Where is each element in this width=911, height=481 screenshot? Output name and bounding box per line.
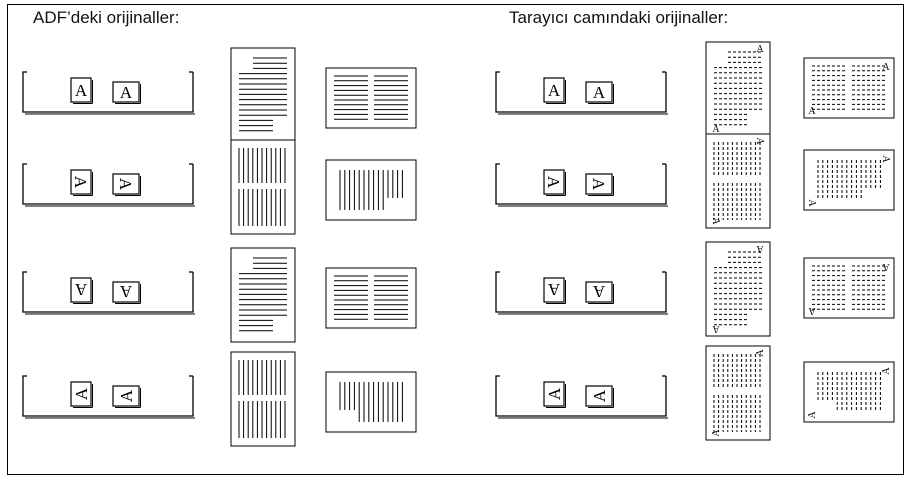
corner-glyph: A bbox=[754, 137, 765, 145]
adf-portrait-page-2 bbox=[230, 139, 296, 235]
letter-box-icon: A bbox=[112, 81, 141, 104]
corner-glyph: A bbox=[710, 217, 721, 225]
adf-portrait-page-3 bbox=[230, 247, 296, 343]
letter-glyph: A bbox=[72, 387, 91, 400]
adf-landscape-page-3 bbox=[325, 267, 417, 329]
letter-box-icon: A bbox=[543, 381, 566, 408]
glass-landscape-page-2: AA bbox=[803, 149, 895, 211]
corner-glyph: A bbox=[882, 62, 890, 73]
glass-portrait-page-2: AA bbox=[705, 133, 771, 229]
adf-landscape-page-2 bbox=[325, 159, 417, 221]
adf-landscape-page-4 bbox=[325, 371, 417, 433]
corner-glyph: A bbox=[755, 349, 766, 357]
letter-box-icon: A bbox=[70, 381, 93, 408]
letter-glyph: A bbox=[590, 389, 609, 402]
glass-landscape-page-1: AA bbox=[803, 57, 895, 119]
adf-heading: ADF’deki orijinaller: bbox=[33, 8, 180, 27]
letter-box-icon: A bbox=[70, 77, 93, 104]
letter-glyph: A bbox=[74, 280, 87, 299]
corner-glyph: A bbox=[807, 411, 818, 419]
corner-glyph: A bbox=[711, 429, 722, 437]
letter-glyph: A bbox=[119, 282, 132, 301]
letter-box-icon: A bbox=[585, 281, 614, 304]
letter-glyph: A bbox=[589, 178, 608, 191]
adf-portrait-page-1 bbox=[230, 47, 296, 143]
letter-glyph: A bbox=[71, 176, 90, 189]
letter-box-icon: A bbox=[543, 169, 566, 196]
glass-landscape-page-3: AA bbox=[803, 257, 895, 319]
corner-glyph: A bbox=[712, 323, 720, 334]
diagram-frame bbox=[7, 4, 904, 475]
letter-glyph: A bbox=[117, 389, 136, 402]
glass-portrait-page-4: AA bbox=[705, 345, 771, 441]
letter-glyph: A bbox=[75, 81, 88, 100]
letter-glyph: A bbox=[547, 280, 560, 299]
letter-box-icon: A bbox=[585, 81, 614, 104]
corner-glyph: A bbox=[880, 155, 891, 163]
corner-glyph: A bbox=[808, 106, 816, 117]
letter-box-icon: A bbox=[112, 281, 141, 304]
corner-glyph: A bbox=[806, 199, 817, 207]
glass-heading: Tarayıcı camındaki orijinaller: bbox=[509, 8, 729, 27]
letter-box-icon: A bbox=[585, 173, 614, 196]
letter-box-icon: A bbox=[543, 277, 566, 304]
adf-landscape-page-1 bbox=[325, 67, 417, 129]
letter-glyph: A bbox=[545, 387, 564, 400]
letter-box-icon: A bbox=[543, 77, 566, 104]
letter-glyph: A bbox=[544, 176, 563, 189]
letter-glyph: A bbox=[116, 178, 135, 191]
corner-glyph: A bbox=[756, 243, 764, 254]
letter-glyph: A bbox=[120, 83, 133, 102]
letter-box-icon: A bbox=[70, 169, 93, 196]
corner-glyph: A bbox=[808, 305, 816, 316]
adf-portrait-page-4 bbox=[230, 351, 296, 447]
glass-portrait-page-1: AA bbox=[705, 41, 771, 137]
letter-glyph: A bbox=[592, 282, 605, 301]
letter-box-icon: A bbox=[70, 277, 93, 304]
letter-box-icon: A bbox=[112, 385, 141, 408]
corner-glyph: A bbox=[881, 367, 892, 375]
letter-glyph: A bbox=[593, 83, 606, 102]
glass-landscape-page-4: AA bbox=[803, 361, 895, 423]
glass-portrait-page-3: AA bbox=[705, 241, 771, 337]
letter-glyph: A bbox=[548, 81, 561, 100]
corner-glyph: A bbox=[712, 124, 720, 135]
letter-box-icon: A bbox=[112, 173, 141, 196]
corner-glyph: A bbox=[882, 261, 890, 272]
corner-glyph: A bbox=[756, 44, 764, 55]
letter-box-icon: A bbox=[585, 385, 614, 408]
